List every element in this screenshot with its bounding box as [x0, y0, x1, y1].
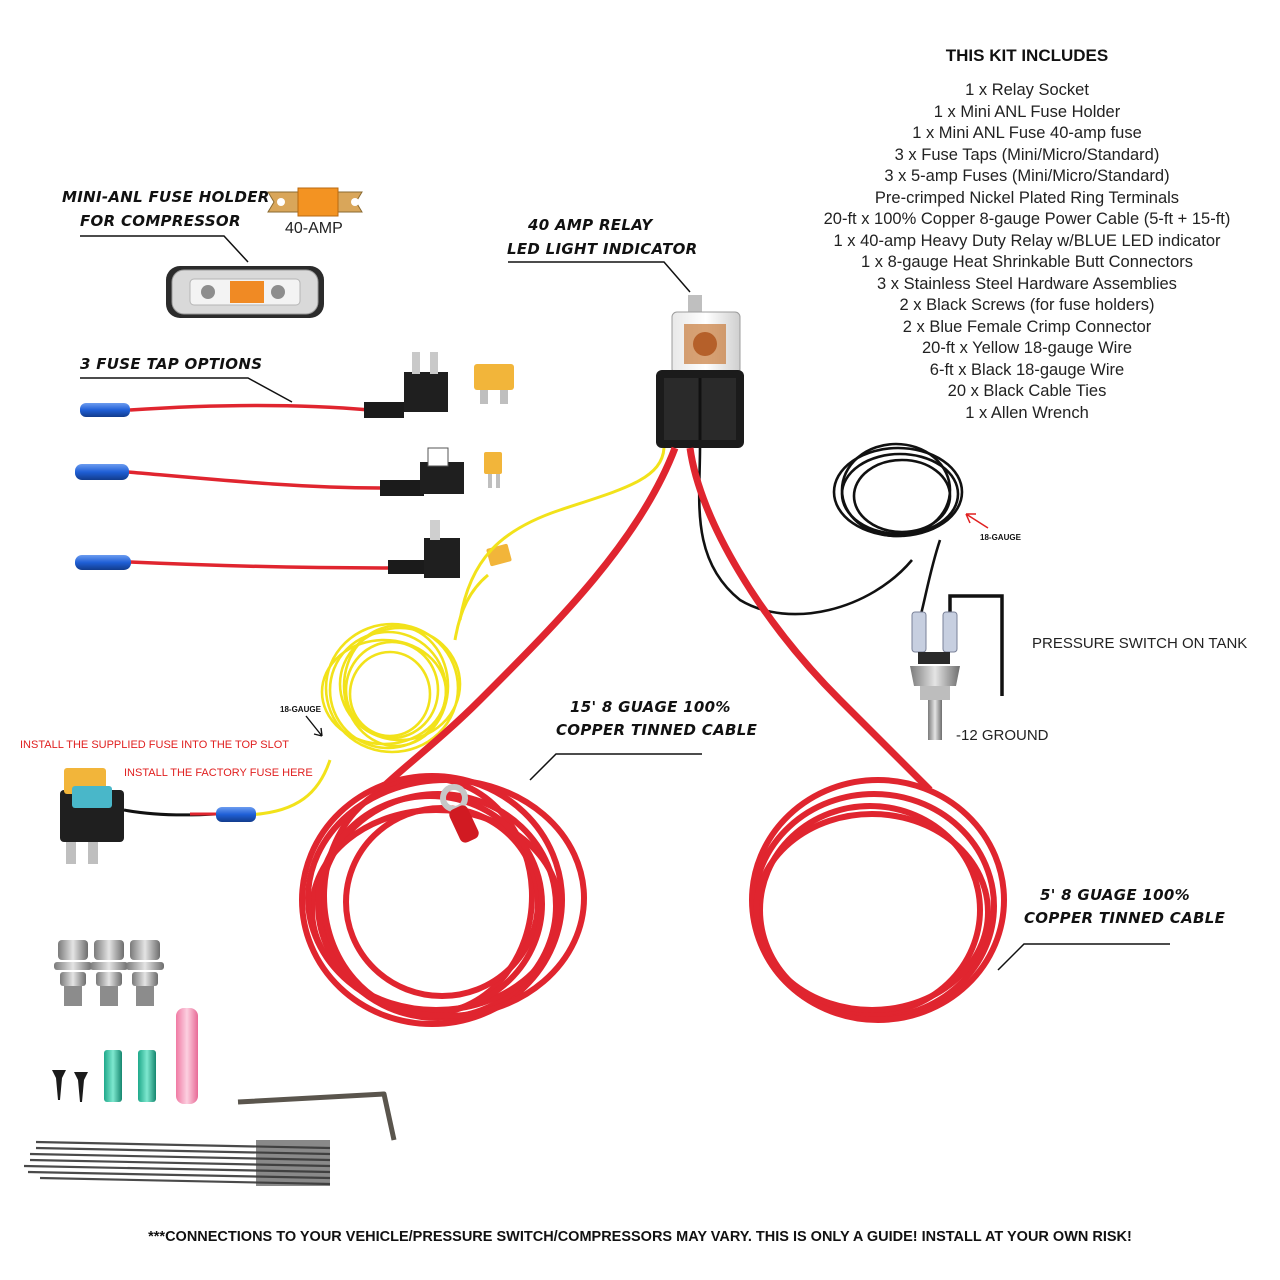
- kit-item: 20-ft x Yellow 18-gauge Wire: [921, 339, 1133, 357]
- relay: [656, 295, 744, 448]
- red-cable-15ft-run: [377, 446, 679, 793]
- fuse-tap-3: [75, 520, 512, 578]
- cable-ties: [23, 1140, 331, 1186]
- cable5-label-line1: 5' 8 GUAGE 100%: [1040, 886, 1190, 904]
- relay-label-line1: 40 AMP RELAY: [528, 216, 653, 234]
- install-top-note: INSTALL THE SUPPLIED FUSE INTO THE TOP S…: [20, 739, 289, 751]
- stainless-bolts: [54, 940, 164, 1006]
- disclaimer: ***CONNECTIONS TO YOUR VEHICLE/PRESSURE …: [148, 1229, 1132, 1245]
- kit-item: 1 x Mini ANL Fuse Holder: [933, 102, 1121, 121]
- red-cable-15ft-coil: [299, 773, 587, 1027]
- ground-label: -12 GROUND: [956, 727, 1049, 744]
- fuse-tap-1: [80, 352, 514, 418]
- relay-label-line2: LED LIGHT INDICATOR: [507, 240, 698, 258]
- kit-item: 3 x Fuse Taps (Mini/Micro/Standard): [894, 145, 1160, 164]
- cable15-leader-line: [529, 753, 702, 781]
- kit-item: 1 x Allen Wrench: [965, 403, 1089, 422]
- kit-item: 1 x 8-gauge Heat Shrinkable Butt Connect…: [860, 253, 1194, 271]
- gauge-arrow-yellow: [305, 715, 323, 737]
- cable5-label-line2: COPPER TINNED CABLE: [1024, 909, 1226, 927]
- kit-item: Pre-crimped Nickel Plated Ring Terminals: [874, 188, 1180, 207]
- kit-item: 1 x 40-amp Heavy Duty Relay w/BLUE LED i…: [833, 231, 1221, 250]
- gauge-label-yellow-wire: 18-GAUGE: [280, 705, 321, 714]
- ring-terminal: [440, 784, 479, 843]
- anl-fuse-40amp: [267, 187, 363, 217]
- relay-leader-line: [508, 261, 691, 293]
- pressure-switch-label: PRESSURE SWITCH ON TANK: [1032, 635, 1248, 652]
- kit-item-list: 1 x Relay Socket 1 x Mini ANL Fuse Holder…: [790, 80, 1264, 424]
- fuse-tap-label: 3 FUSE TAP OPTIONS: [80, 355, 263, 373]
- fuse-amp-label: 40-AMP: [285, 220, 343, 237]
- kit-item: 3 x 5-amp Fuses (Mini/Micro/Standard): [884, 167, 1170, 185]
- fuse-tap-leader-line: [80, 377, 293, 403]
- pressure-switch: [910, 594, 1004, 740]
- red-cable-5ft-run: [686, 447, 933, 793]
- allen-wrench: [237, 1091, 397, 1141]
- kit-contents: THIS KIT INCLUDES 1 x Relay Socket 1 x Mi…: [790, 46, 1264, 424]
- gauge-arrow-black: [965, 513, 989, 529]
- female-crimp-connectors: [104, 1050, 156, 1102]
- anl-label-line2: FOR COMPRESSOR: [80, 212, 241, 230]
- butt-connector: [176, 1008, 198, 1104]
- anl-leader-line: [80, 235, 249, 263]
- cable15-label-line2: COPPER TINNED CABLE: [556, 721, 758, 739]
- kit-item: 6-ft x Black 18-gauge Wire: [929, 360, 1125, 379]
- kit-item: 1 x Relay Socket: [965, 81, 1089, 99]
- red-cable-5ft-coil: [749, 777, 1007, 1023]
- kit-item: 20-ft x 100% Copper 8-gauge Power Cable …: [823, 210, 1231, 228]
- cable15-label-line1: 15' 8 GUAGE 100%: [570, 698, 731, 716]
- kit-item: 2 x Black Screws (for fuse holders): [899, 296, 1155, 314]
- kit-title: THIS KIT INCLUDES: [945, 46, 1109, 65]
- kit-item: 3 x Stainless Steel Hardware Assemblies: [877, 274, 1177, 293]
- cable5-leader-line: [997, 943, 1170, 971]
- kit-item: 2 x Blue Female Crimp Connector: [902, 317, 1152, 336]
- install-factory-note: INSTALL THE FACTORY FUSE HERE: [124, 767, 313, 779]
- gauge-label-black-wire: 18-GAUGE: [980, 533, 1021, 542]
- yellow-wire-coil: [320, 622, 462, 754]
- fuse-tap-2: [75, 447, 502, 496]
- yellow-wire-connector: [216, 807, 256, 822]
- black-wire-coil: [832, 442, 964, 538]
- anl-label-line1: MINI-ANL FUSE HOLDER: [62, 188, 270, 206]
- kit-item: 20 x Black Cable Ties: [947, 382, 1107, 400]
- kit-item: 1 x Mini ANL Fuse 40-amp fuse: [912, 124, 1142, 142]
- anl-fuse-holder: [166, 266, 324, 318]
- black-screws: [52, 1070, 88, 1102]
- add-a-fuse: [60, 768, 217, 864]
- yellow-wire: [239, 447, 666, 817]
